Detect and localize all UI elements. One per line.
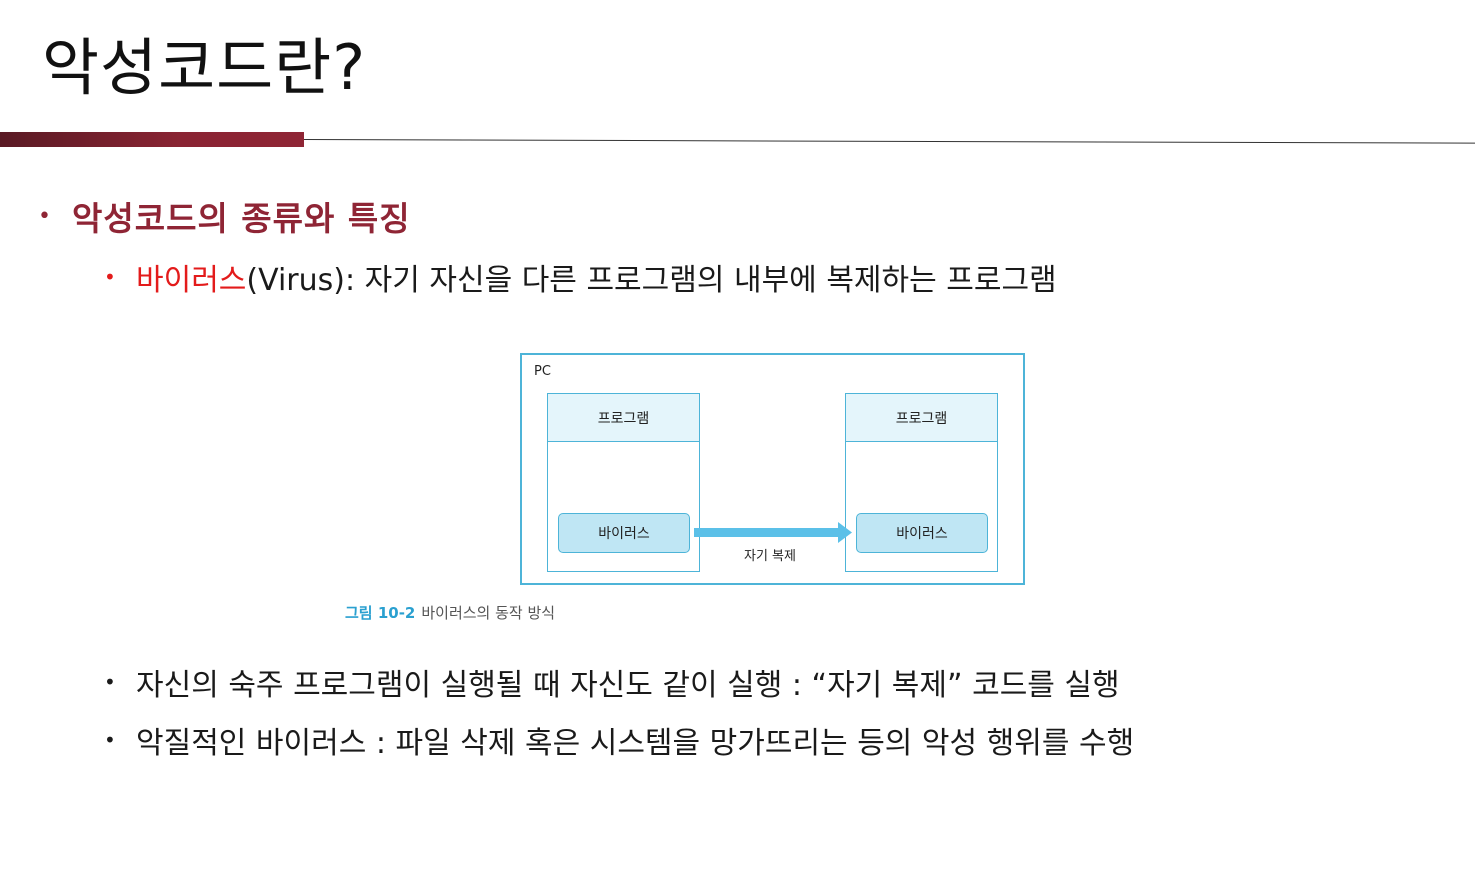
caption-number: 그림 10-2 <box>345 604 416 622</box>
bullet-text-1: 자신의 숙주 프로그램이 실행될 때 자신도 같이 실행 : “자기 복제” 코… <box>136 668 1120 703</box>
figure-caption: 그림 10-2 바이러스의 동작 방식 <box>345 602 555 623</box>
title-accent-bar <box>0 132 304 147</box>
pc-label: PC <box>534 364 551 379</box>
title-divider <box>303 139 1475 144</box>
slide-title: 악성코드란? <box>42 31 367 104</box>
bullet-dot: • <box>104 728 116 752</box>
bullet-item-2: • 악질적인 바이러스 : 파일 삭제 혹은 시스템을 망가뜨리는 등의 악성 … <box>104 718 1134 762</box>
program-label-left: 프로그램 <box>548 394 699 442</box>
virus-diagram: PC 프로그램 바이러스 프로그램 바이러스 자기 복제 <box>520 353 1025 585</box>
virus-box-left: 바이러스 <box>558 513 690 553</box>
caption-text: 바이러스의 동작 방식 <box>421 604 556 622</box>
virus-definition: (Virus): 자기 자신을 다른 프로그램의 내부에 복제하는 프로그램 <box>246 263 1057 298</box>
program-label-right: 프로그램 <box>846 394 997 442</box>
virus-definition-bullet: • 바이러스(Virus): 자기 자신을 다른 프로그램의 내부에 복제하는 … <box>104 255 1057 299</box>
program-box-right: 프로그램 바이러스 <box>845 393 998 572</box>
virus-box-right: 바이러스 <box>856 513 988 553</box>
virus-term: 바이러스 <box>136 263 247 298</box>
section-bullet: • 악성코드의 종류와 특징 <box>38 192 411 240</box>
arrow-label: 자기 복제 <box>744 549 796 564</box>
program-box-left: 프로그램 바이러스 <box>547 393 700 572</box>
replication-arrow <box>694 522 852 543</box>
bullet-item-1: • 자신의 숙주 프로그램이 실행될 때 자신도 같이 실행 : “자기 복제”… <box>104 660 1120 704</box>
bullet-dot: • <box>104 265 116 289</box>
bullet-dot: • <box>38 203 51 229</box>
bullet-dot: • <box>104 670 116 694</box>
section-heading: 악성코드의 종류와 특징 <box>72 199 411 238</box>
bullet-text-2: 악질적인 바이러스 : 파일 삭제 혹은 시스템을 망가뜨리는 등의 악성 행위… <box>136 726 1135 761</box>
